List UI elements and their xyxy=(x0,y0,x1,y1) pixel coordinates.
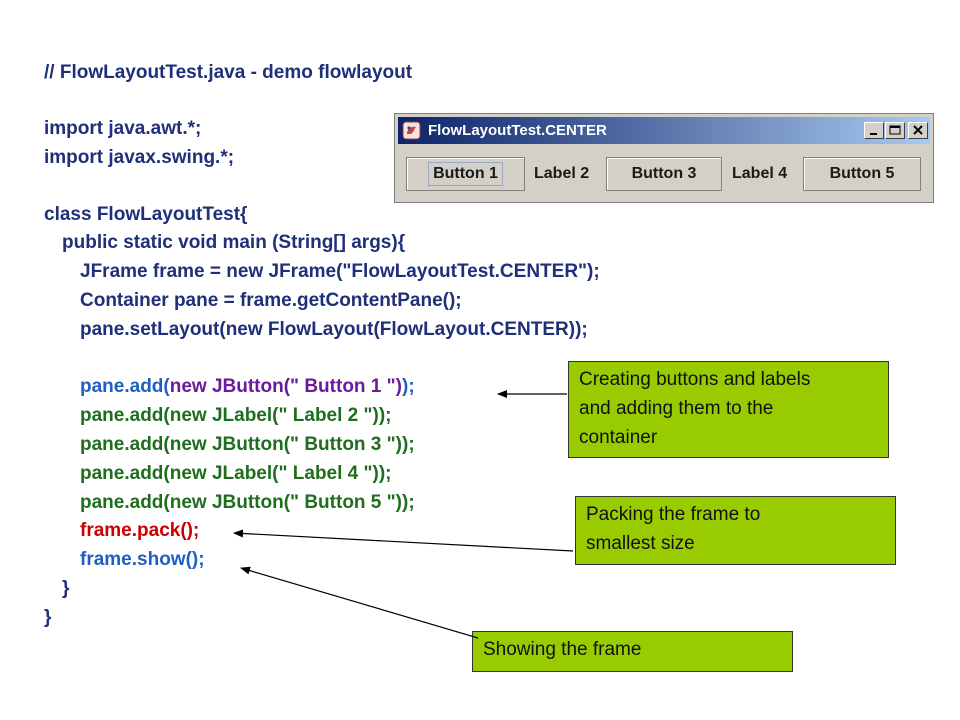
button-1[interactable]: Button 1 xyxy=(406,157,525,191)
code-line-10: pane.setLayout(new FlowLayout(FlowLayout… xyxy=(80,319,588,340)
button-3-label: Button 3 xyxy=(631,165,697,182)
code-line-13: pane.add(new JLabel(" Label 2 ")); xyxy=(80,405,392,426)
arrow-to-pack xyxy=(233,529,574,552)
label-4: Label 4 xyxy=(732,165,788,182)
code-line-15: pane.add(new JLabel(" Label 4 ")); xyxy=(80,463,392,484)
callout-2-line-2: smallest size xyxy=(586,533,695,554)
code-line-1: // FlowLayoutTest.java - demo flowlayout xyxy=(44,62,413,83)
close-icon xyxy=(913,125,923,135)
code-line-7: public static void main (String[] args){ xyxy=(62,232,406,253)
callout-1-line-2: and adding them to the xyxy=(579,398,774,419)
button-5-label: Button 5 xyxy=(829,165,895,182)
code-line-6: class FlowLayoutTest{ xyxy=(44,204,248,225)
callout-3-line-1: Showing the frame xyxy=(483,639,642,660)
maximize-icon xyxy=(889,125,901,135)
flowlayout-window: FlowLayoutTest.CENTER Button 1 Label 2 B… xyxy=(394,113,934,203)
code-line-19: } xyxy=(62,578,70,599)
button-3[interactable]: Button 3 xyxy=(606,157,722,191)
callout-2-line-1: Packing the frame to xyxy=(586,504,761,525)
code-line-16: pane.add(new JButton(" Button 5 ")); xyxy=(80,492,415,513)
arrow-to-show xyxy=(240,566,479,639)
code-line-12-part1: pane.add( xyxy=(80,376,170,397)
code-line-14: pane.add(new JButton(" Button 3 ")); xyxy=(80,434,415,455)
button-5[interactable]: Button 5 xyxy=(803,157,921,191)
close-button[interactable] xyxy=(908,122,928,139)
code-line-4: import javax.swing.*; xyxy=(44,147,235,168)
code-line-8: JFrame frame = new JFrame("FlowLayoutTes… xyxy=(80,261,600,282)
code-line-12: pane.add(new JButton(" Button 1 ")); xyxy=(80,376,415,398)
label-2: Label 2 xyxy=(534,165,590,182)
minimize-button[interactable] xyxy=(864,122,884,139)
maximize-button[interactable] xyxy=(885,122,905,139)
code-line-3: import java.awt.*; xyxy=(44,118,202,139)
callout-packing-frame: Packing the frame to smallest size xyxy=(575,496,896,565)
window-title: FlowLayoutTest.CENTER xyxy=(428,122,607,139)
code-line-17: frame.pack(); xyxy=(80,520,200,541)
code-line-18: frame.show(); xyxy=(80,549,205,570)
code-line-9: Container pane = frame.getContentPane(); xyxy=(80,290,462,311)
button-1-label: Button 1 xyxy=(428,162,503,186)
java-app-icon xyxy=(402,121,421,140)
code-line-20: } xyxy=(44,607,52,628)
callout-1-line-1: Creating buttons and labels xyxy=(579,369,811,390)
window-titlebar[interactable]: FlowLayoutTest.CENTER xyxy=(398,117,930,144)
code-line-12-part3: ); xyxy=(402,376,415,397)
callout-1-line-3: container xyxy=(579,427,658,448)
code-line-12-part2: new JButton(" Button 1 ") xyxy=(169,376,402,397)
minimize-icon xyxy=(870,133,877,135)
callout-creating-buttons: Creating buttons and labels and adding t… xyxy=(568,361,889,458)
callout-showing-frame: Showing the frame xyxy=(472,631,793,672)
